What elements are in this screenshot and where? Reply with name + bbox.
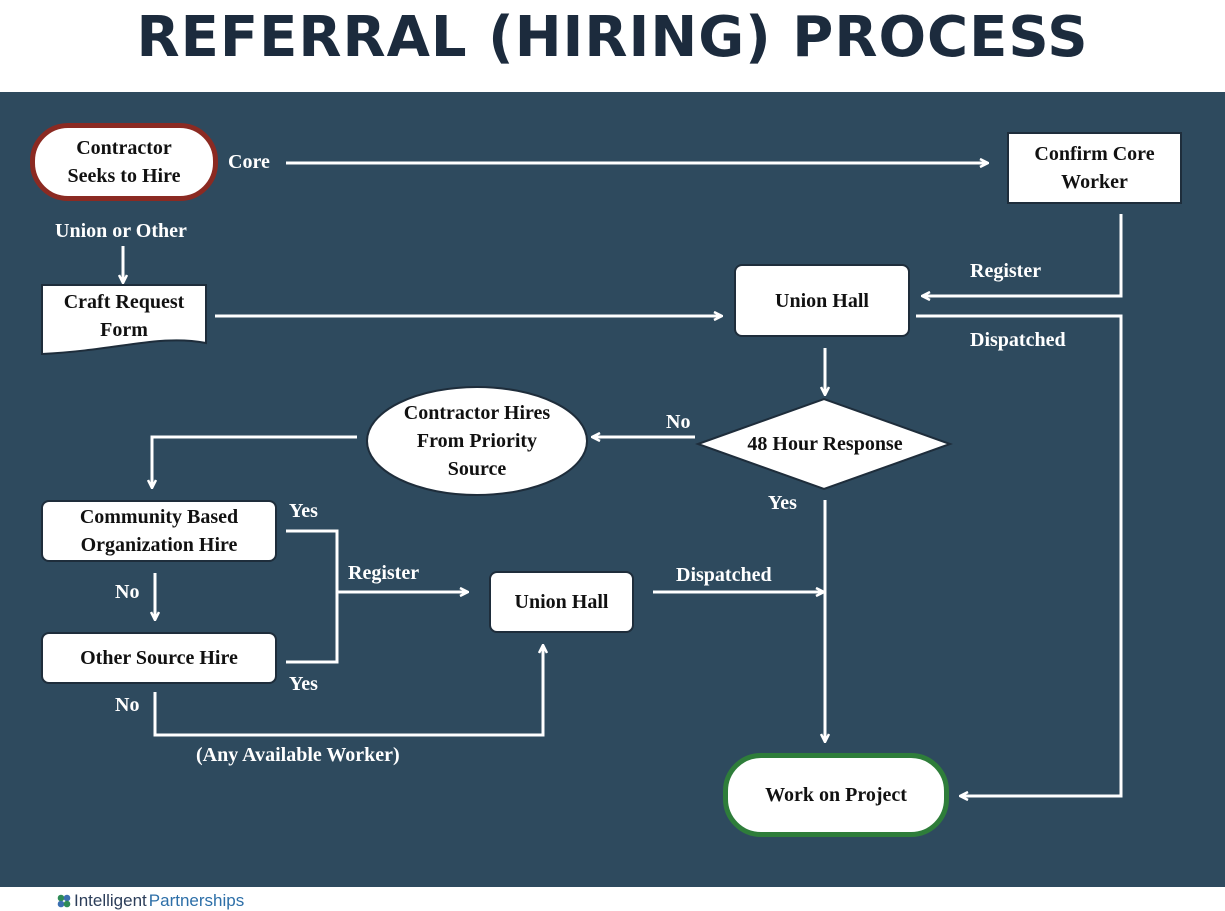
partnership-logo-icon bbox=[57, 894, 71, 908]
union-hall-bottom-node: Union Hall bbox=[489, 571, 634, 633]
work-on-project-node: Work on Project bbox=[723, 753, 949, 837]
arrow-any-available bbox=[153, 645, 543, 737]
label-core: Core bbox=[228, 151, 270, 173]
contractor-seeks-node: Contractor Seeks to Hire bbox=[30, 123, 218, 201]
arrow-priority-to-community bbox=[152, 435, 357, 488]
community-based-node: Community Based Organization Hire bbox=[41, 500, 277, 562]
label-yes-48: Yes bbox=[768, 492, 797, 514]
label-yes-community: Yes bbox=[289, 500, 318, 522]
connector-yes-bracket bbox=[286, 529, 339, 664]
label-register-bottom: Register bbox=[348, 562, 420, 584]
footer-brand: Intelligent Partnerships bbox=[56, 891, 244, 911]
arrow-dispatched-top bbox=[916, 314, 1123, 796]
union-hall-top-node: Union Hall bbox=[734, 264, 910, 337]
brand-name-second: Partnerships bbox=[148, 891, 245, 910]
label-no-other: No bbox=[115, 694, 140, 716]
label-no-community: No bbox=[115, 581, 140, 603]
craft-request-document-shape bbox=[41, 284, 207, 356]
label-register-top: Register bbox=[970, 260, 1042, 282]
page-title: REFERRAL (HIRING) PROCESS bbox=[136, 5, 1089, 70]
label-union-or-other: Union or Other bbox=[55, 220, 187, 242]
craft-request-node: Craft Request Form bbox=[63, 291, 185, 341]
priority-source-node: Contractor Hires From Priority Source bbox=[403, 402, 551, 480]
flowchart-panel bbox=[0, 92, 1225, 887]
label-dispatched-bottom: Dispatched bbox=[676, 564, 772, 586]
decision-diamond bbox=[695, 397, 953, 491]
label-dispatched-top: Dispatched bbox=[970, 329, 1066, 351]
label-any-available: (Any Available Worker) bbox=[196, 744, 400, 766]
arrow-register-top bbox=[922, 214, 1123, 296]
brand-name-first: Intelligent bbox=[74, 891, 147, 910]
priority-ellipse bbox=[366, 386, 588, 496]
confirm-core-node: Confirm Core Worker bbox=[1007, 132, 1182, 204]
label-yes-other: Yes bbox=[289, 673, 318, 695]
48-hour-response-node: 48 Hour Response bbox=[747, 433, 903, 455]
other-source-node: Other Source Hire bbox=[41, 632, 277, 684]
label-no-48: No bbox=[666, 411, 691, 433]
